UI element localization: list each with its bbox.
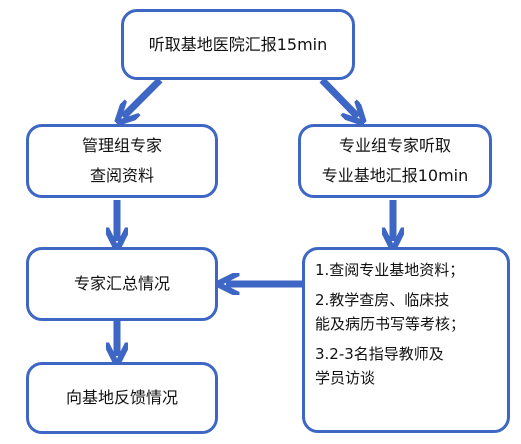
task-item-1: 1.查阅专业基地资料； [315, 258, 464, 282]
task-item-3-line-2: 学员访谈 [315, 369, 376, 387]
node-management-group-line-1: 管理组专家 [81, 136, 162, 155]
task-item-3-line-1: 3.2-3名指导教师及 [315, 345, 444, 363]
node-hear-hospital-report: 听取基地医院汇报15min [121, 9, 355, 80]
node-professional-group-line-2: 专业基地汇报10min [321, 166, 469, 185]
node-hear-hospital-report-label: 听取基地医院汇报15min [148, 34, 328, 54]
task-item-2-line-2: 能及病历书写等考核； [315, 315, 466, 333]
node-management-group-line-2: 查阅资料 [89, 166, 154, 185]
node-professional-group: 专业组专家听取 专业基地汇报10min [298, 124, 492, 198]
task-item-2-line-1: 2.教学查房、临床技 [315, 291, 450, 309]
task-item-3: 3.2-3名指导教师及 学员访谈 [315, 342, 444, 390]
node-feedback-to-base: 向基地反馈情况 [26, 362, 218, 434]
node-expert-summary-label: 专家汇总情况 [73, 274, 170, 293]
node-feedback-to-base-label: 向基地反馈情况 [65, 388, 178, 407]
arrow-top-to-mgmt [123, 77, 163, 117]
node-management-group: 管理组专家 查阅资料 [26, 124, 218, 198]
task-item-2: 2.教学查房、临床技 能及病历书写等考核； [315, 288, 465, 336]
arrow-top-to-prof [319, 77, 358, 117]
node-expert-summary: 专家汇总情况 [26, 247, 218, 321]
task-item-1-line-1: 1.查阅专业基地资料； [315, 261, 465, 279]
node-assessment-tasks: 1.查阅专业基地资料； 2.教学查房、临床技 能及病历书写等考核； 3.2-3名… [302, 247, 510, 433]
node-professional-group-line-1: 专业组专家听取 [338, 136, 451, 155]
